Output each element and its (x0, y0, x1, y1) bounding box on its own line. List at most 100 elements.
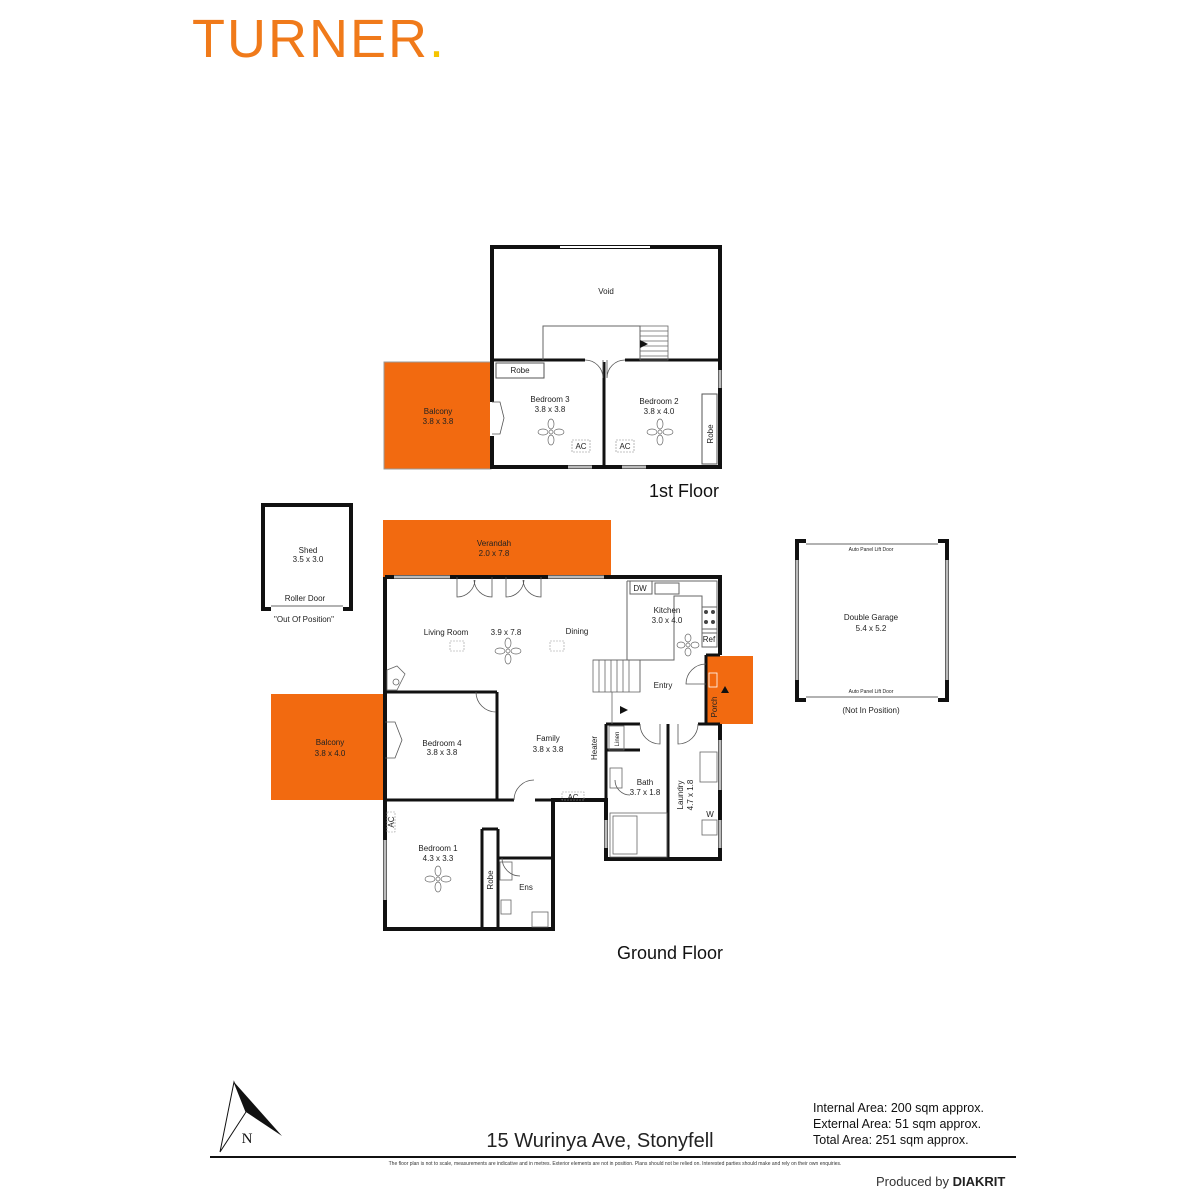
first-floor-outline (490, 245, 722, 469)
kitchen-label: Kitchen (654, 606, 681, 615)
bedroom2-size: 3.8 x 4.0 (644, 407, 675, 416)
ground-balcony-label: Balcony (316, 738, 344, 747)
bedroom2-label: Bedroom 2 (639, 397, 679, 406)
bedroom1-label: Bedroom 1 (418, 844, 458, 853)
living-dining-size: 3.9 x 7.8 (491, 628, 522, 637)
void-label: Void (598, 287, 614, 296)
door-swings (385, 577, 707, 877)
shed: Shed 3.5 x 3.0 Roller Door "Out Of Posit… (261, 503, 353, 624)
washer-label: W (706, 810, 714, 819)
disclaimer: The floor plan is not to scale, measurem… (388, 1161, 842, 1167)
turner-logo: TURNER. (192, 8, 446, 70)
internal-area: Internal Area: 200 sqm approx. (813, 1101, 984, 1115)
bedroom1-size: 4.3 x 3.3 (423, 854, 454, 863)
ac-unit-icon (615, 439, 635, 453)
ground-stairs (592, 659, 641, 724)
bath-size: 3.7 x 1.8 (630, 788, 661, 797)
laundry-label: Laundry (676, 781, 685, 810)
total-area: Total Area: 251 sqm approx. (813, 1133, 969, 1147)
north-compass-icon: N (219, 1080, 282, 1153)
bedroom1-ac-label: AC (387, 816, 396, 827)
compass-letter: N (242, 1131, 253, 1147)
ac-unit-icon (386, 811, 396, 833)
area-summary: Internal Area: 200 sqm approx. External … (813, 1100, 984, 1148)
door-swing (606, 359, 626, 379)
bath-label: Bath (637, 778, 653, 787)
dining-label: Dining (566, 627, 589, 636)
diakrit-logo: DIAKRIT (952, 1174, 1006, 1189)
porch-label: Porch (710, 697, 719, 718)
ceiling-fan-icon (646, 418, 674, 446)
bedroom3-size: 3.8 x 3.8 (535, 405, 566, 414)
ceiling-fan-icon (494, 637, 522, 665)
garage-note: (Not In Position) (842, 706, 900, 715)
first-floor-label: 1st Floor (649, 481, 719, 501)
shed-note: "Out Of Position" (274, 615, 334, 624)
entry-label: Entry (654, 681, 673, 690)
ground-floor-interior-walls (385, 653, 720, 929)
bedroom3-label: Bedroom 3 (530, 395, 570, 404)
verandah-area (383, 520, 611, 577)
kitchen-counters (626, 580, 718, 661)
bedroom4-size: 3.8 x 3.8 (427, 748, 458, 757)
robe-top-label: Robe (510, 366, 530, 375)
produced-by-prefix: Produced by (876, 1174, 949, 1189)
garage-size: 5.4 x 5.2 (856, 624, 887, 633)
ac-unit-icon (571, 439, 591, 453)
ensuite-label: Ens (519, 883, 533, 892)
turner-logo-word: TURNER (192, 9, 429, 69)
family-size: 3.8 x 3.8 (533, 745, 564, 754)
ac-unit-icon (561, 791, 585, 801)
robe-top-outline (495, 362, 545, 379)
first-floor-balcony-area (383, 361, 492, 470)
family-label: Family (536, 734, 560, 743)
garage-label: Double Garage (844, 613, 899, 622)
living-room-label: Living Room (424, 628, 469, 637)
heater-label: Heater (590, 736, 599, 760)
turner-logo-dot: . (429, 9, 447, 69)
bedroom4-label: Bedroom 4 (422, 739, 462, 748)
ceiling-fan-icon (424, 865, 452, 893)
garage-door-bottom-label: Auto Panel Lift Door (849, 689, 894, 695)
shed-label: Shed (299, 546, 318, 555)
cooktop-icon (704, 610, 715, 624)
bedroom3-ac-label: AC (575, 442, 586, 451)
balcony-door-swing (492, 401, 505, 435)
kitchen-size: 3.0 x 4.0 (652, 616, 683, 625)
light-fixture-icon (549, 640, 565, 652)
porch-step-icon (708, 672, 718, 688)
ground-floor-label: Ground Floor (617, 943, 723, 963)
verandah-label: Verandah (477, 539, 511, 548)
garage-door-top-label: Auto Panel Lift Door (849, 547, 894, 553)
bath-fixtures (499, 725, 718, 928)
door-swing (584, 359, 604, 379)
shed-size: 3.5 x 3.0 (293, 555, 324, 564)
fridge-label: Ref (703, 635, 716, 644)
stairs-arrow-icon (620, 706, 628, 714)
robe-side-label: Robe (706, 424, 715, 444)
light-fixture-icon (449, 640, 465, 652)
dishwasher-label: DW (633, 584, 647, 593)
windows (383, 575, 722, 900)
linen-label: Linen (615, 732, 621, 747)
ground-balcony-size: 3.8 x 4.0 (315, 749, 346, 758)
ceiling-fan-icon (537, 418, 565, 446)
first-floor-stairs (639, 325, 669, 361)
double-garage: Auto Panel Lift Door Double Garage 5.4 x… (795, 539, 949, 715)
entry-arrow-icon (721, 686, 729, 693)
robe-label: Robe (486, 870, 495, 890)
ground-floor-plan: Verandah 2.0 x 7.8 Living Room 3.9 x 7.8… (271, 520, 753, 963)
first-balcony-label: Balcony (424, 407, 452, 416)
external-area: External Area: 51 sqm approx. (813, 1117, 982, 1131)
produced-by: Produced by DIAKRIT (876, 1174, 1005, 1189)
ground-balcony-area (271, 694, 384, 800)
verandah-size: 2.0 x 7.8 (479, 549, 510, 558)
fireplace-icon (386, 665, 406, 691)
stairs-arrow-icon (640, 340, 648, 348)
family-ac-label: AC (567, 793, 578, 802)
porch-area (705, 656, 753, 724)
robe-side-outline (701, 393, 718, 465)
ceiling-fan-icon (676, 633, 700, 657)
first-floor-plan: Void Robe Balcony 3.8 x 3.8 Bedroom 3 3.… (383, 245, 722, 501)
